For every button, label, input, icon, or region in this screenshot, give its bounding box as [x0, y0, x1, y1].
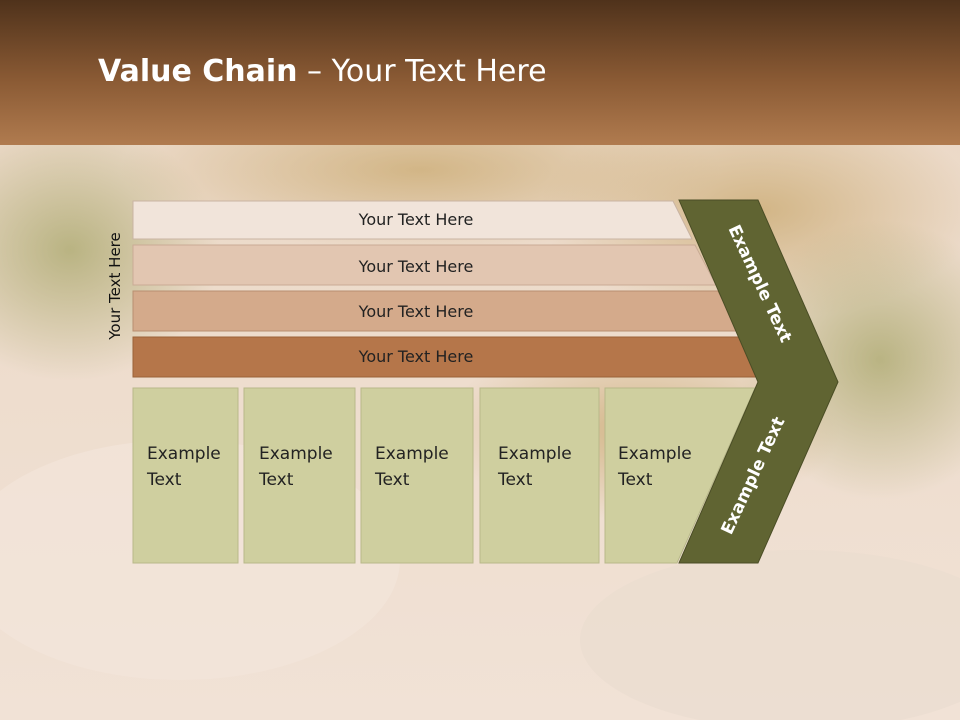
box-4-line1: Example [498, 444, 572, 464]
box-2-line1: Example [259, 444, 333, 464]
reflection-text-9: Example [618, 667, 692, 687]
reflection-text-6: Text [374, 641, 410, 661]
box-2-line2: Text [258, 470, 294, 490]
slide-title-bold: Value Chain [98, 54, 298, 89]
reflection-text-7: Example [498, 667, 572, 687]
reflection-text-2: Text [146, 641, 182, 661]
box-1 [132, 387, 239, 564]
box-3-line2: Text [374, 470, 410, 490]
box-2 [243, 387, 356, 564]
reflection-text-4: Text [258, 641, 294, 661]
bar-3-label: Your Text Here [358, 302, 474, 321]
header-band [0, 0, 960, 145]
slide-title-rest: – Your Text Here [297, 54, 547, 89]
box-3-line1: Example [375, 444, 449, 464]
bar-2-label: Your Text Here [358, 257, 474, 276]
reflection-text-8: Text [497, 641, 533, 661]
box-1-line1: Example [147, 444, 221, 464]
box-5-line2: Text [617, 470, 653, 490]
box-4-line2: Text [497, 470, 533, 490]
reflection-text-1: Example [147, 667, 221, 687]
slide-title: Value Chain – Your Text Here [98, 54, 547, 89]
reflection-text-3: Example [259, 667, 333, 687]
chevron-arrow [678, 199, 839, 564]
bar-4-label: Your Text Here [358, 347, 474, 366]
reflection: Example Text Example Text Example Text E… [132, 567, 826, 720]
box-3 [360, 387, 474, 564]
box-5 [604, 387, 756, 564]
box-4 [479, 387, 600, 564]
bar-1-label: Your Text Here [358, 210, 474, 229]
bar-1 [132, 200, 693, 240]
reflection-text-10: Text [617, 641, 653, 661]
reflection-text-5: Example [375, 667, 449, 687]
box-1-line2: Text [146, 470, 182, 490]
box-5-line1: Example [618, 444, 692, 464]
